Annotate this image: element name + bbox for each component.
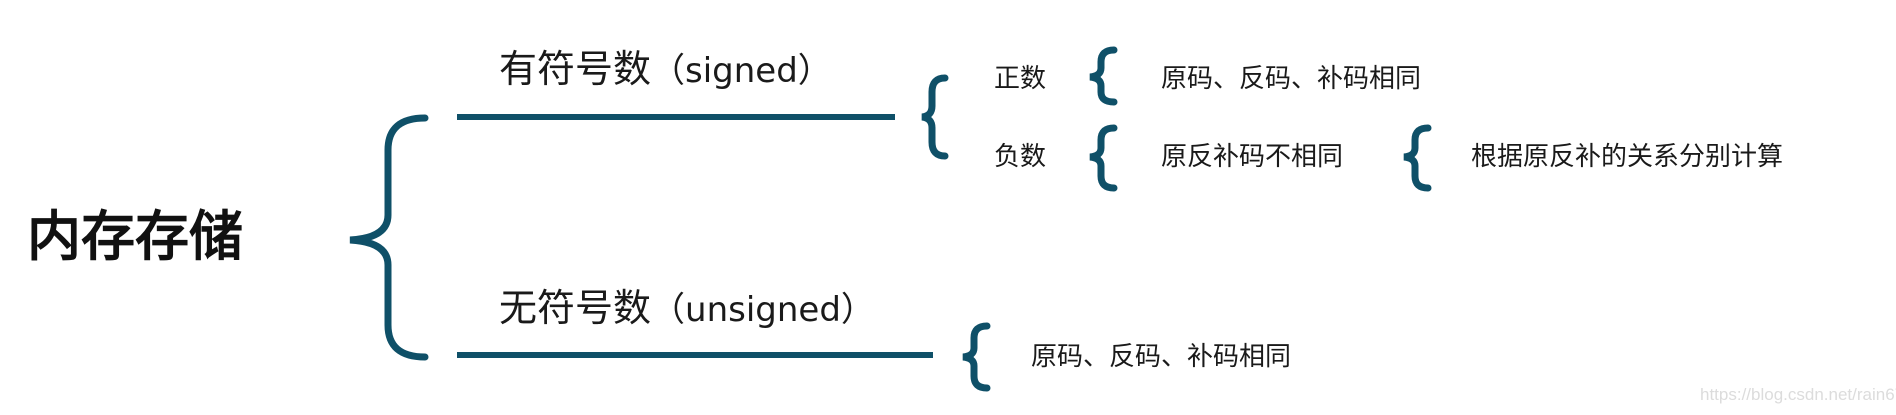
negative-label: 负数 [994, 142, 1047, 172]
signed-brace [921, 74, 949, 160]
signed-label: 有符号数 [499, 47, 652, 91]
positive-label: 正数 [994, 64, 1047, 94]
negative-detail: 根据原反补的关系分别计算 [1471, 142, 1784, 172]
watermark: https://blog.csdn.net/rain67 [1700, 385, 1896, 404]
negative-result: 原反补码不相同 [1161, 142, 1344, 172]
signed-branch: 有符号数（signed） [499, 50, 832, 88]
negative-detail-brace [1403, 124, 1432, 192]
unsigned-label-en: （unsigned） [651, 290, 875, 330]
unsigned-label: 无符号数 [499, 286, 652, 330]
positive-result: 原码、反码、补码相同 [1161, 64, 1422, 94]
unsigned-branch: 无符号数（unsigned） [499, 289, 875, 327]
positive-brace [1089, 46, 1118, 106]
signed-label-en: （signed） [651, 51, 832, 91]
unsigned-result: 原码、反码、补码相同 [1031, 342, 1292, 372]
root-label: 内存存储 [27, 205, 243, 268]
unsigned-brace [962, 322, 991, 392]
negative-brace [1089, 124, 1118, 192]
root-brace [349, 114, 429, 361]
